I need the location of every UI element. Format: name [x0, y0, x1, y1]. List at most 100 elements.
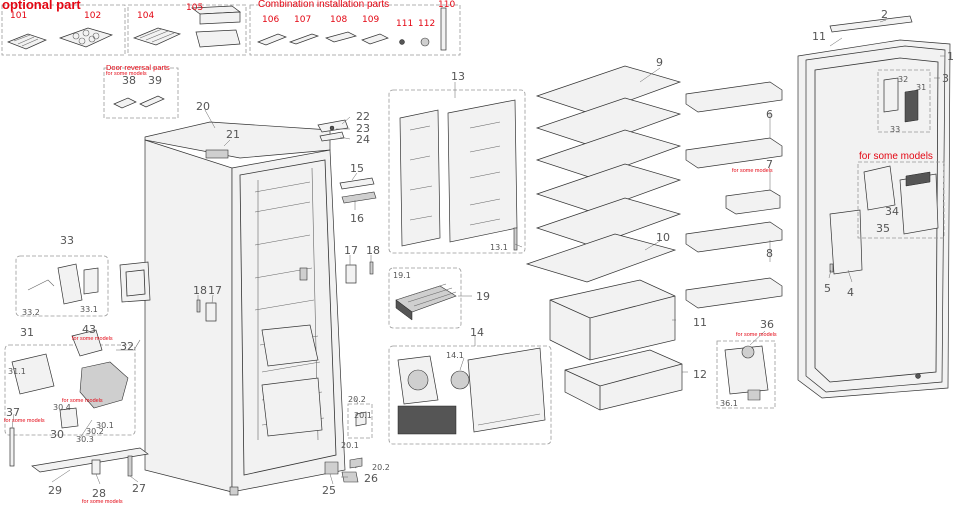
callout-28: 28	[92, 487, 106, 500]
part-31	[11, 353, 55, 395]
box-34-35	[857, 161, 945, 239]
box-compressor	[4, 344, 136, 436]
glass-shelves	[525, 65, 682, 283]
cabinet-side	[144, 139, 233, 493]
callout-31: 31	[20, 326, 34, 339]
note-36: for some models	[736, 332, 777, 338]
callout-23: 23	[356, 122, 370, 135]
callout-20-1: 20.1	[341, 441, 359, 450]
note-43: for some models	[72, 336, 113, 342]
door-bin-bottom	[685, 277, 783, 309]
part-17b	[205, 302, 217, 322]
door-assembly	[797, 15, 951, 399]
callout-30-4: 30.4	[53, 403, 71, 412]
box-13	[388, 89, 526, 254]
callout-34: 34	[885, 205, 899, 218]
shelf-b	[535, 129, 682, 179]
callout-10: 10	[656, 231, 670, 244]
part-25	[324, 461, 339, 475]
part-26	[341, 471, 359, 483]
part-21	[205, 149, 229, 159]
header-optional-part: optional part	[2, 0, 81, 12]
callout-2: 2	[881, 8, 888, 21]
callout-24: 24	[356, 133, 370, 146]
box-33	[15, 255, 109, 317]
shelf-d	[535, 197, 682, 247]
egg-tray-101	[7, 33, 47, 50]
callout-27: 27	[132, 482, 146, 495]
callout-105: 105	[186, 3, 203, 13]
callout-33: 33	[60, 234, 74, 247]
callout-37: 37	[6, 406, 20, 419]
box-19	[388, 267, 462, 329]
door-reversal-box	[103, 67, 179, 119]
screw-5	[829, 263, 834, 273]
part-27	[127, 455, 133, 477]
leader-lines	[11, 19, 945, 485]
note-30-4: for some models	[62, 398, 103, 404]
callout-11b: 11	[812, 30, 826, 43]
combination-box	[249, 4, 461, 56]
callout-36-1: 36.1	[720, 399, 738, 408]
callout-17b: 17	[208, 284, 222, 297]
callout-20-1-box: 20.1	[354, 411, 372, 420]
part-38	[113, 97, 137, 109]
callout-101: 101	[10, 11, 27, 21]
callout-1: 1	[947, 50, 954, 63]
part-110	[440, 7, 447, 51]
callout-33-2: 33.2	[22, 308, 40, 317]
callout-111: 111	[396, 19, 413, 29]
part-13-front	[447, 99, 518, 243]
callout-30-2: 30.2	[86, 427, 104, 436]
callout-22: 22	[356, 110, 370, 123]
door-hinge-pin	[915, 373, 921, 379]
callout-18: 18	[366, 244, 380, 257]
callout-20-2b: 20.2	[372, 463, 390, 472]
callout-14-1: 14.1	[446, 351, 464, 360]
callout-38: 38	[122, 74, 136, 87]
foot-left	[229, 486, 239, 496]
header-for-some-models: for some models	[859, 151, 933, 162]
egg-tray-102	[58, 27, 113, 48]
callout-5: 5	[824, 282, 831, 295]
door-strip-2	[829, 15, 913, 33]
part-111	[399, 39, 405, 45]
note-door-reversal: for some models	[106, 71, 147, 77]
callout-30-1: 30.1	[96, 421, 114, 430]
callout-33b: 33	[890, 125, 900, 134]
callout-31b: 31	[916, 83, 926, 92]
compressor-30	[79, 361, 129, 409]
part-37	[9, 427, 15, 467]
red-notes: for some models for some models for some…	[4, 71, 777, 505]
part-112	[420, 37, 430, 47]
box-14	[388, 345, 552, 445]
callout-9: 9	[656, 56, 663, 69]
callout-26: 26	[364, 472, 378, 485]
callout-21: 21	[226, 128, 240, 141]
cabinet-front	[231, 149, 346, 493]
callout-110: 110	[438, 0, 455, 10]
part-13-rear	[399, 109, 441, 247]
door-bin-8	[685, 221, 783, 253]
callout-18b: 18	[193, 284, 207, 297]
shelf-a	[535, 97, 682, 147]
callout-33-1: 33.1	[80, 305, 98, 314]
callout-43: 43	[82, 323, 96, 336]
part-13-1	[513, 227, 518, 251]
ice-tray-104	[132, 27, 182, 46]
drawer-11	[549, 279, 676, 361]
door-bin-7	[725, 189, 781, 215]
callout-106: 106	[262, 15, 279, 25]
callout-107: 107	[294, 15, 311, 25]
callout-20: 20	[196, 100, 210, 113]
callout-19: 19	[476, 290, 490, 303]
handle-4	[829, 209, 863, 275]
part-32-frame	[119, 261, 151, 303]
callout-32: 32	[120, 340, 134, 353]
note-28: for some models	[82, 499, 123, 505]
callout-112: 112	[418, 19, 435, 29]
callout-108: 108	[330, 15, 347, 25]
callout-102: 102	[84, 11, 101, 21]
optional-box-101-102	[1, 4, 126, 56]
callout-12: 12	[693, 368, 707, 381]
